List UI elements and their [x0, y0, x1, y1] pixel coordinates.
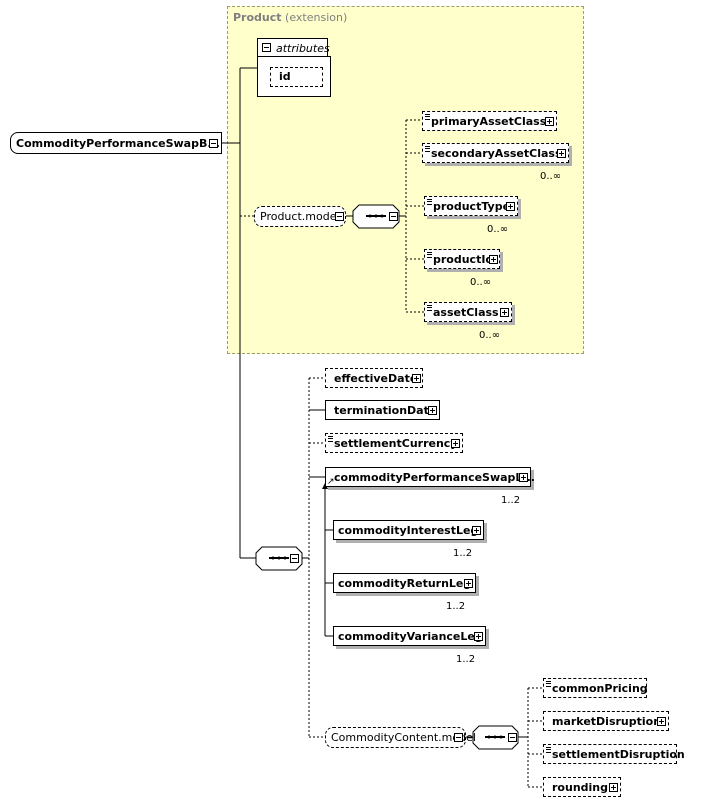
- documentation-icon: [546, 747, 551, 753]
- occurrence-label: 0..∞: [479, 330, 501, 341]
- attribute-id[interactable]: id: [270, 67, 323, 87]
- documentation-icon: [427, 305, 432, 311]
- expand-icon[interactable]: [609, 783, 618, 792]
- element-market-disruption[interactable]: marketDisruption: [543, 711, 669, 731]
- element-rounding[interactable]: rounding: [543, 777, 621, 797]
- element-commodity-performance-swap-leg[interactable]: ↗ commodityPerformanceSwapL...: [325, 467, 535, 487]
- extension-suffix: (extension): [285, 11, 348, 24]
- documentation-icon: [546, 681, 551, 687]
- product-model-label: Product.model: [260, 210, 340, 223]
- root-element-box[interactable]: CommodityPerformanceSwapB...: [10, 132, 222, 154]
- element-commodity-variance-leg[interactable]: commodityVarianceLeg: [333, 626, 486, 646]
- occurrence-label: 1..2: [446, 601, 466, 612]
- documentation-icon: [425, 146, 430, 152]
- reference-arrow-icon: ↗: [327, 477, 335, 487]
- expand-icon[interactable]: [472, 526, 481, 535]
- collapse-icon[interactable]: [508, 733, 517, 742]
- occurrence-label: 0..∞: [487, 224, 509, 235]
- collapse-icon[interactable]: [209, 139, 218, 148]
- element-asset-class[interactable]: assetClass: [424, 302, 512, 322]
- expand-icon[interactable]: [464, 579, 473, 588]
- element-product-id[interactable]: productId: [424, 249, 500, 269]
- documentation-icon: [427, 252, 432, 258]
- documentation-icon: [427, 199, 432, 205]
- product-model-group[interactable]: Product.model: [254, 206, 346, 227]
- collapse-icon[interactable]: [262, 43, 271, 52]
- expand-icon[interactable]: [545, 117, 554, 126]
- documentation-icon: [425, 114, 430, 120]
- element-product-type[interactable]: productType: [424, 196, 518, 216]
- element-primary-asset-class[interactable]: primaryAssetClass: [422, 111, 557, 131]
- element-termination-date[interactable]: terminationDate: [325, 400, 440, 420]
- element-common-pricing[interactable]: commonPricing: [543, 678, 648, 698]
- collapse-icon[interactable]: [454, 733, 463, 742]
- extension-name: Product: [233, 11, 282, 24]
- element-effective-date[interactable]: effectiveDate: [325, 368, 423, 388]
- occurrence-label: 0..∞: [540, 171, 562, 182]
- element-settlement-currency[interactable]: settlementCurrency: [325, 433, 463, 453]
- attributes-title: attributes: [276, 42, 330, 55]
- expand-icon[interactable]: [474, 632, 483, 641]
- element-settlement-disruption[interactable]: settlementDisruption: [543, 744, 685, 764]
- occurrence-label: 1..2: [456, 654, 476, 665]
- expand-icon[interactable]: [519, 473, 528, 482]
- collapse-icon[interactable]: [335, 212, 344, 221]
- attributes-body: id: [257, 56, 331, 97]
- expand-icon[interactable]: [500, 308, 509, 317]
- element-commodity-return-leg[interactable]: commodityReturnLeg: [333, 573, 476, 593]
- attributes-header[interactable]: attributes: [257, 38, 330, 56]
- expand-icon[interactable]: [557, 149, 566, 158]
- element-secondary-asset-class[interactable]: secondaryAssetClass: [422, 143, 569, 163]
- expand-icon[interactable]: [451, 439, 460, 448]
- commodity-content-model-group[interactable]: CommodityContent.model: [325, 727, 476, 748]
- expand-icon[interactable]: [412, 374, 421, 383]
- occurrence-label: 0..∞: [470, 277, 492, 288]
- expand-icon[interactable]: [657, 717, 666, 726]
- commodity-content-model-label: CommodityContent.model: [331, 731, 476, 744]
- expand-icon[interactable]: [489, 255, 498, 264]
- collapse-icon[interactable]: [290, 554, 299, 563]
- occurrence-label: 1..2: [501, 495, 521, 506]
- extension-title: Product (extension): [233, 11, 347, 24]
- occurrence-label: 1..2: [453, 548, 473, 559]
- documentation-icon: [328, 436, 333, 442]
- element-commodity-interest-leg[interactable]: commodityInterestLeg: [333, 520, 484, 540]
- root-element-label: CommodityPerformanceSwapB...: [16, 137, 220, 150]
- expand-icon[interactable]: [506, 202, 515, 211]
- expand-icon[interactable]: [428, 406, 437, 415]
- collapse-icon[interactable]: [389, 212, 398, 221]
